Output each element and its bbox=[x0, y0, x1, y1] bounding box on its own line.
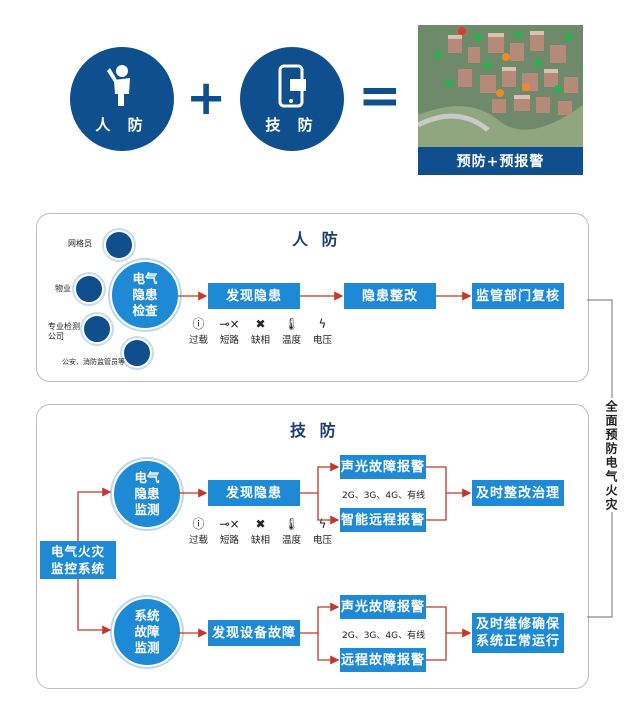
x-icon: ✖ bbox=[255, 317, 266, 331]
panel2-title: 技 防 bbox=[290, 421, 340, 440]
monitoring-system-box: 电气火灾 监控系统 bbox=[40, 541, 116, 579]
equals-sign: = bbox=[358, 66, 402, 126]
x-icon: ✖ bbox=[255, 517, 266, 531]
thermometer-icon: 🌡 bbox=[283, 317, 300, 331]
role-inspection-company: 专业检测 公司 bbox=[48, 322, 80, 341]
phone-icon bbox=[278, 64, 306, 107]
rectify-hazard-box: 隐患整改 bbox=[344, 283, 436, 309]
panel1-title: 人 防 bbox=[292, 230, 342, 249]
remote-fault-alarm-box: 远程故障报警 bbox=[340, 648, 426, 672]
person-icon bbox=[107, 64, 130, 106]
hazard-row-2: ⓘ 过载 ⊸× 短路 ✖ 缺相 🌡 温度 ϟ 电压 bbox=[183, 516, 338, 546]
hazard-label: 温度 bbox=[281, 335, 301, 346]
hazard-label: 过载 bbox=[188, 535, 208, 546]
hazard-label: 电压 bbox=[312, 535, 332, 546]
shield-icon bbox=[82, 314, 112, 344]
role-police-fire: 公安、消防监管员等 bbox=[62, 358, 125, 366]
result-caption: 预防+预报警 bbox=[418, 147, 583, 175]
thermometer-icon: 🌡 bbox=[283, 517, 300, 531]
role-property: 物业 bbox=[55, 284, 71, 293]
officer-icon bbox=[122, 338, 152, 368]
hazard-inspection-node: 电气 隐患 检查 bbox=[110, 260, 180, 330]
hazard-label: 短路 bbox=[219, 335, 239, 346]
exclamation-icon: ⓘ bbox=[192, 517, 205, 531]
tech-defense-label: 技 防 bbox=[265, 115, 319, 134]
rectify-in-time-box: 及时整改治理 bbox=[472, 480, 564, 506]
hazard-label: 温度 bbox=[281, 535, 301, 546]
network-label-1: 2G、3G、4G、有线 bbox=[342, 491, 426, 501]
repair-in-time-box: 及时维修确保 系统正常运行 bbox=[472, 613, 564, 653]
discover-fault-box: 发现设备故障 bbox=[208, 620, 300, 646]
review-box: 监管部门复核 bbox=[472, 283, 564, 309]
discover-hazard-box: 发现隐患 bbox=[208, 283, 300, 309]
lightning-icon: ϟ bbox=[318, 517, 327, 531]
people-defense-label: 人 防 bbox=[95, 115, 149, 134]
hazard-label: 缺相 bbox=[250, 335, 270, 346]
smart-remote-alarm-box: 智能远程报警 bbox=[340, 508, 426, 532]
audio-visual-alarm-box-2: 声光故障报警 bbox=[340, 595, 426, 619]
people-defense-circle: 人 防 bbox=[70, 47, 174, 151]
hazard-label: 缺相 bbox=[250, 535, 270, 546]
tech-defense-circle: 技 防 bbox=[240, 47, 344, 151]
building-icon bbox=[74, 274, 104, 304]
city-map-image: 预防+预报警 bbox=[418, 25, 583, 175]
role-grid-worker: 网格员 bbox=[68, 239, 92, 248]
short-circuit-icon: ⊸× bbox=[219, 517, 240, 531]
hazard-label: 短路 bbox=[219, 535, 239, 546]
audio-visual-alarm-box-1: 声光故障报警 bbox=[340, 455, 426, 479]
discover-hazard-box-2: 发现隐患 bbox=[208, 480, 300, 506]
lightning-icon: ϟ bbox=[318, 317, 327, 331]
fault-monitoring-node: 系统 故障 监测 bbox=[112, 597, 182, 667]
side-summary-label: 全面预防电气火灾 bbox=[604, 400, 618, 512]
short-circuit-icon: ⊸× bbox=[219, 317, 240, 331]
exclamation-icon: ⓘ bbox=[192, 317, 205, 331]
network-label-2: 2G、3G、4G、有线 bbox=[342, 631, 426, 641]
hazard-label: 电压 bbox=[312, 335, 332, 346]
plus-sign: + bbox=[186, 70, 227, 126]
hazard-label: 过载 bbox=[188, 335, 208, 346]
hazard-monitoring-node: 电气 隐患 监测 bbox=[112, 459, 182, 529]
hazard-row-1: ⓘ 过载 ⊸× 短路 ✖ 缺相 🌡 温度 ϟ 电压 bbox=[183, 316, 338, 346]
grid-worker-icon bbox=[104, 230, 134, 260]
